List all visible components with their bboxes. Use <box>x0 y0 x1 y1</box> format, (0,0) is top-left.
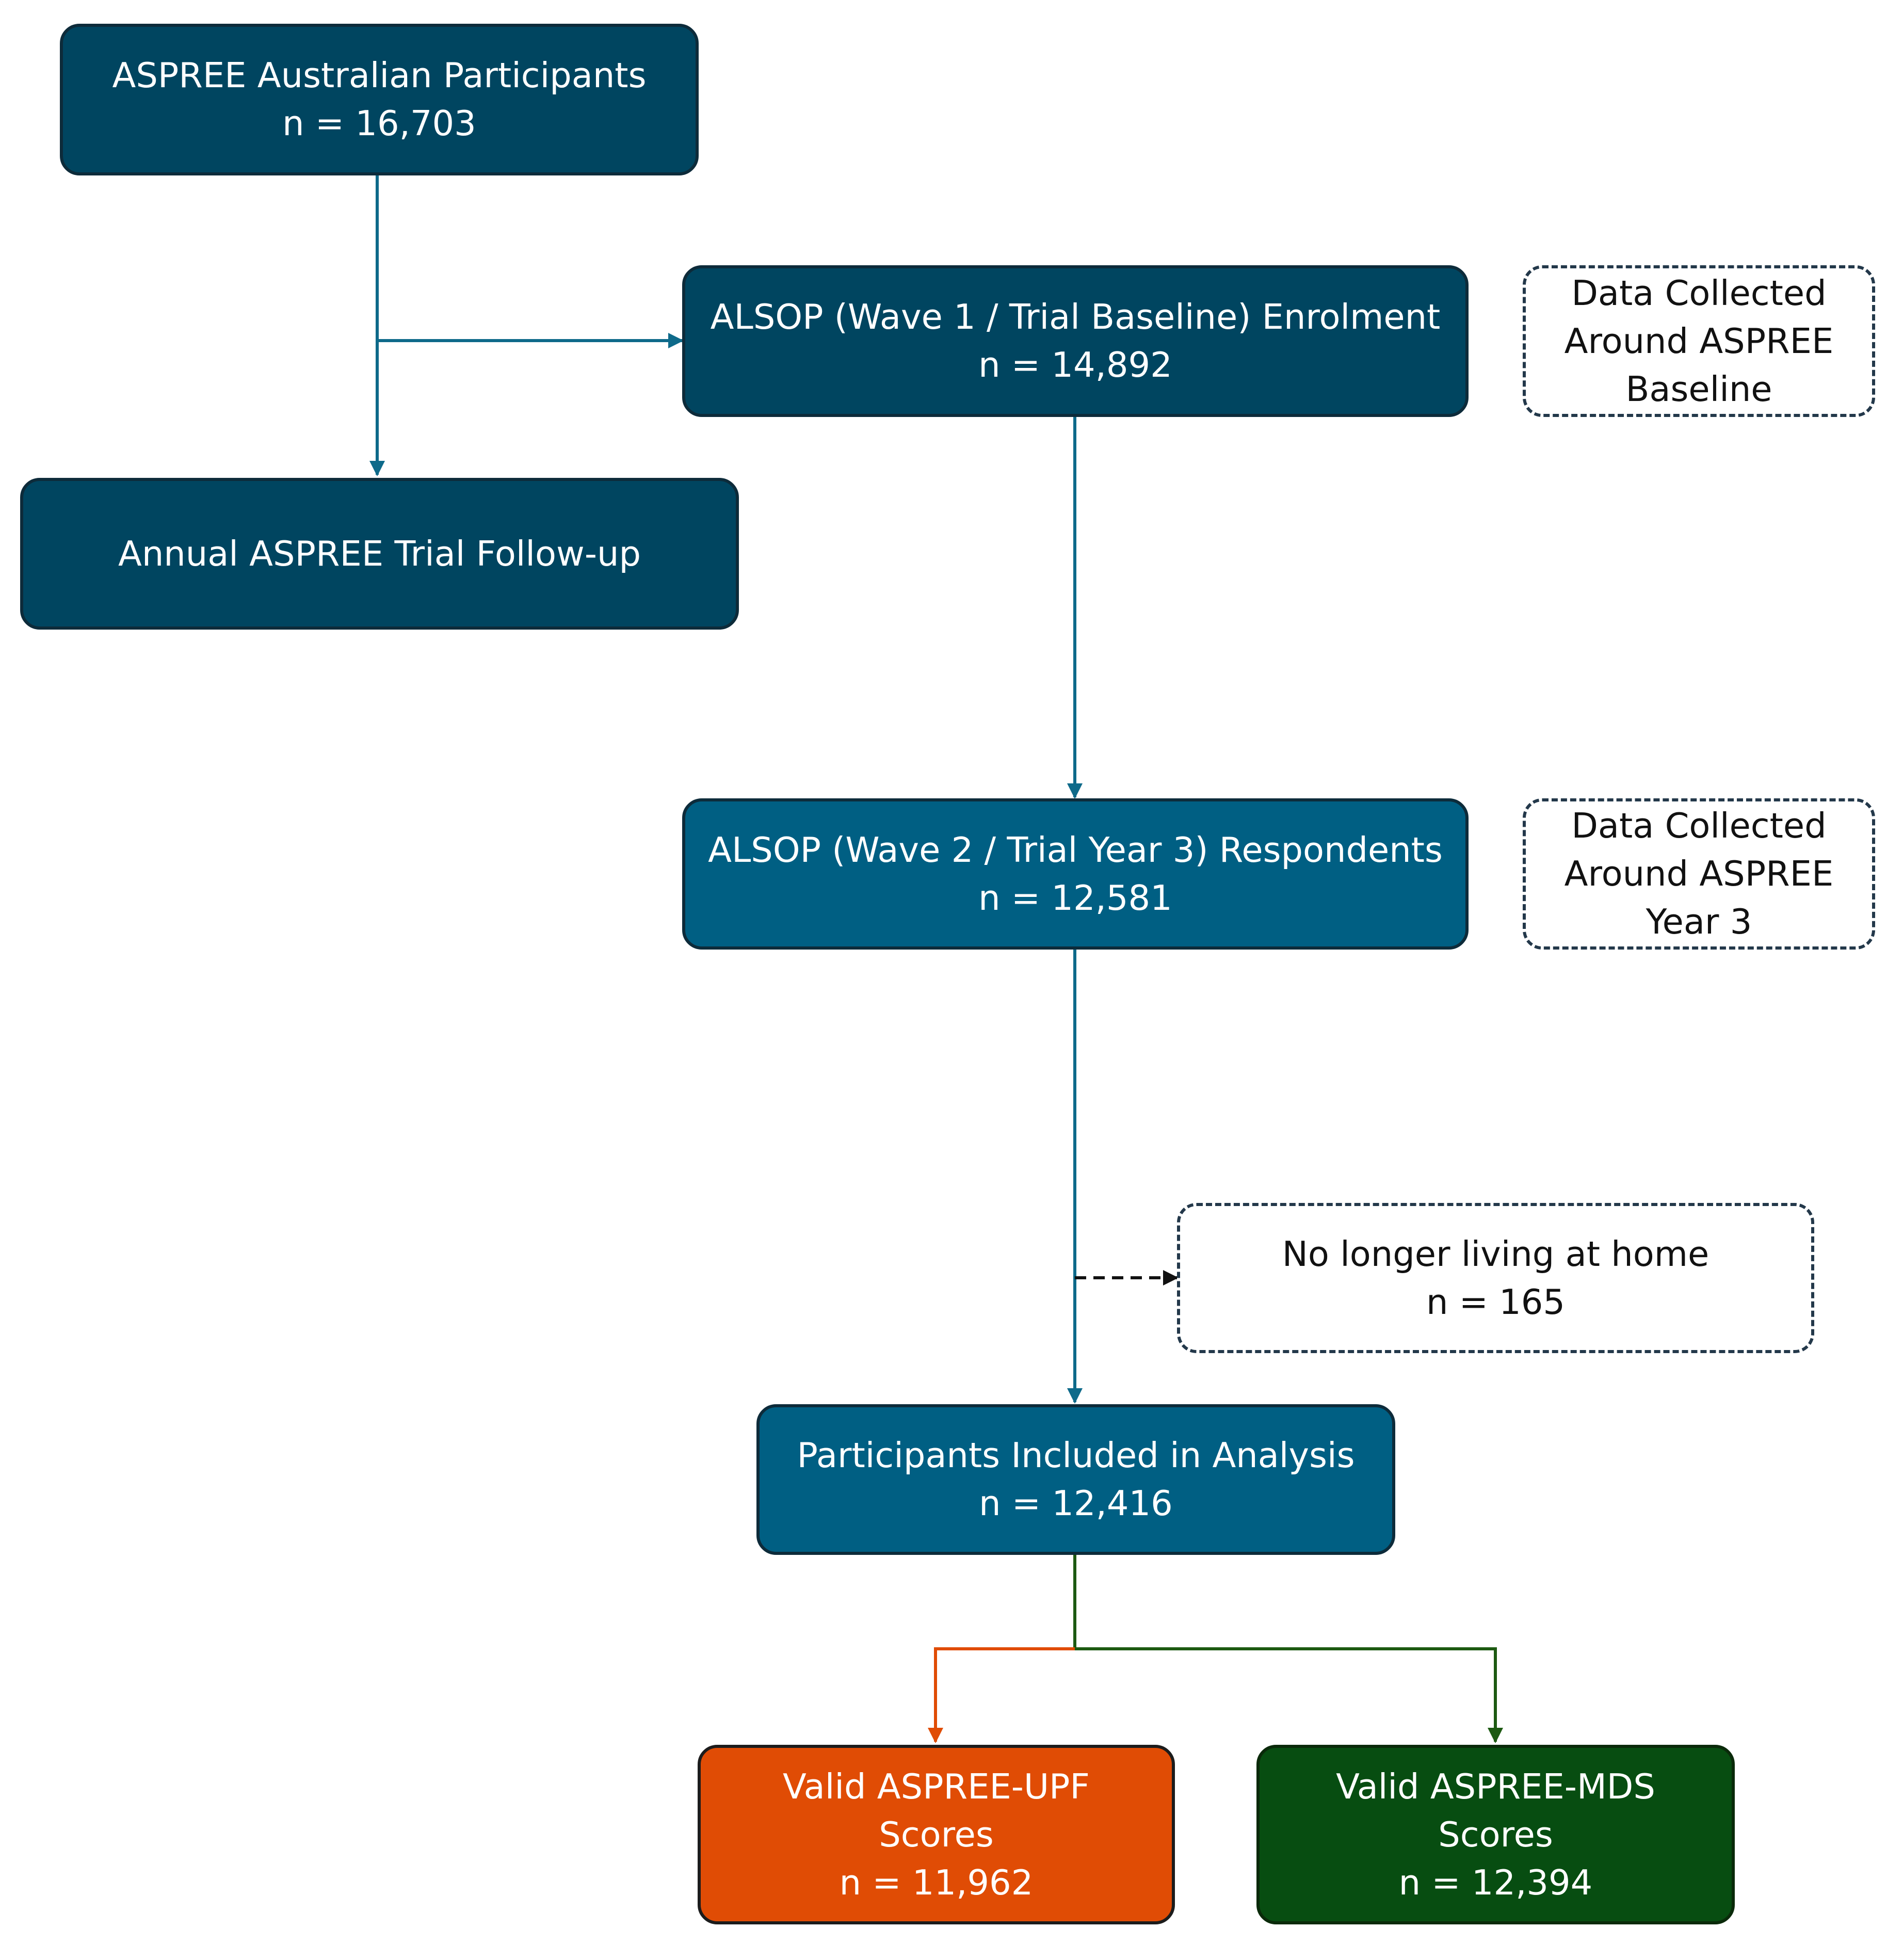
analysis-title: Participants Included in Analysis <box>797 1435 1355 1475</box>
wave2-respondents-title: ALSOP (Wave 2 / Trial Year 3) Respondent… <box>708 829 1443 870</box>
annual-followup-title: Annual ASPREE Trial Follow-up <box>118 533 641 574</box>
wave2-respondents-box: ALSOP (Wave 2 / Trial Year 3) Respondent… <box>682 798 1469 950</box>
annual-followup-box: Annual ASPREE Trial Follow-up <box>20 478 739 630</box>
note-year3-line1: Data Collected <box>1571 806 1827 846</box>
analysis-box: Participants Included in Analysis n = 12… <box>756 1404 1395 1555</box>
wave1-enrolment-box: ALSOP (Wave 1 / Trial Baseline) Enrolmen… <box>682 265 1469 417</box>
note-year3-box: Data Collected Around ASPREE Year 3 <box>1523 798 1875 950</box>
upf-scores-line2: Scores <box>879 1814 994 1855</box>
note-baseline-box: Data Collected Around ASPREE Baseline <box>1523 265 1875 417</box>
aspree-participants-count: n = 16,703 <box>282 103 476 143</box>
note-baseline-line2: Around ASPREE <box>1564 320 1834 361</box>
excluded-box: No longer living at home n = 165 <box>1177 1203 1814 1353</box>
wave2-respondents-count: n = 12,581 <box>978 877 1172 918</box>
mds-scores-count: n = 12,394 <box>1398 1862 1593 1903</box>
upf-scores-line1: Valid ASPREE-UPF <box>783 1766 1090 1807</box>
excluded-count: n = 165 <box>1426 1281 1566 1322</box>
aspree-participants-title: ASPREE Australian Participants <box>112 55 647 95</box>
mds-scores-line1: Valid ASPREE-MDS <box>1336 1766 1655 1807</box>
connector-to-mds <box>1075 1647 1503 1743</box>
upf-scores-box: Valid ASPREE-UPF Scores n = 11,962 <box>698 1745 1175 1924</box>
wave1-enrolment-count: n = 14,892 <box>978 345 1172 385</box>
note-baseline-line3: Baseline <box>1625 368 1772 409</box>
upf-scores-count: n = 11,962 <box>839 1862 1034 1903</box>
note-baseline-line1: Data Collected <box>1571 272 1827 313</box>
mds-scores-line2: Scores <box>1438 1814 1553 1855</box>
analysis-count: n = 12,416 <box>979 1483 1173 1523</box>
wave1-enrolment-title: ALSOP (Wave 1 / Trial Baseline) Enrolmen… <box>710 297 1441 337</box>
mds-scores-box: Valid ASPREE-MDS Scores n = 12,394 <box>1256 1745 1735 1924</box>
aspree-participants-box: ASPREE Australian Participants n = 16,70… <box>60 24 699 175</box>
note-year3-line3: Year 3 <box>1646 902 1752 942</box>
note-year3-line2: Around ASPREE <box>1564 854 1834 894</box>
excluded-title: No longer living at home <box>1282 1233 1710 1274</box>
connector-to-upf <box>928 1647 1075 1743</box>
